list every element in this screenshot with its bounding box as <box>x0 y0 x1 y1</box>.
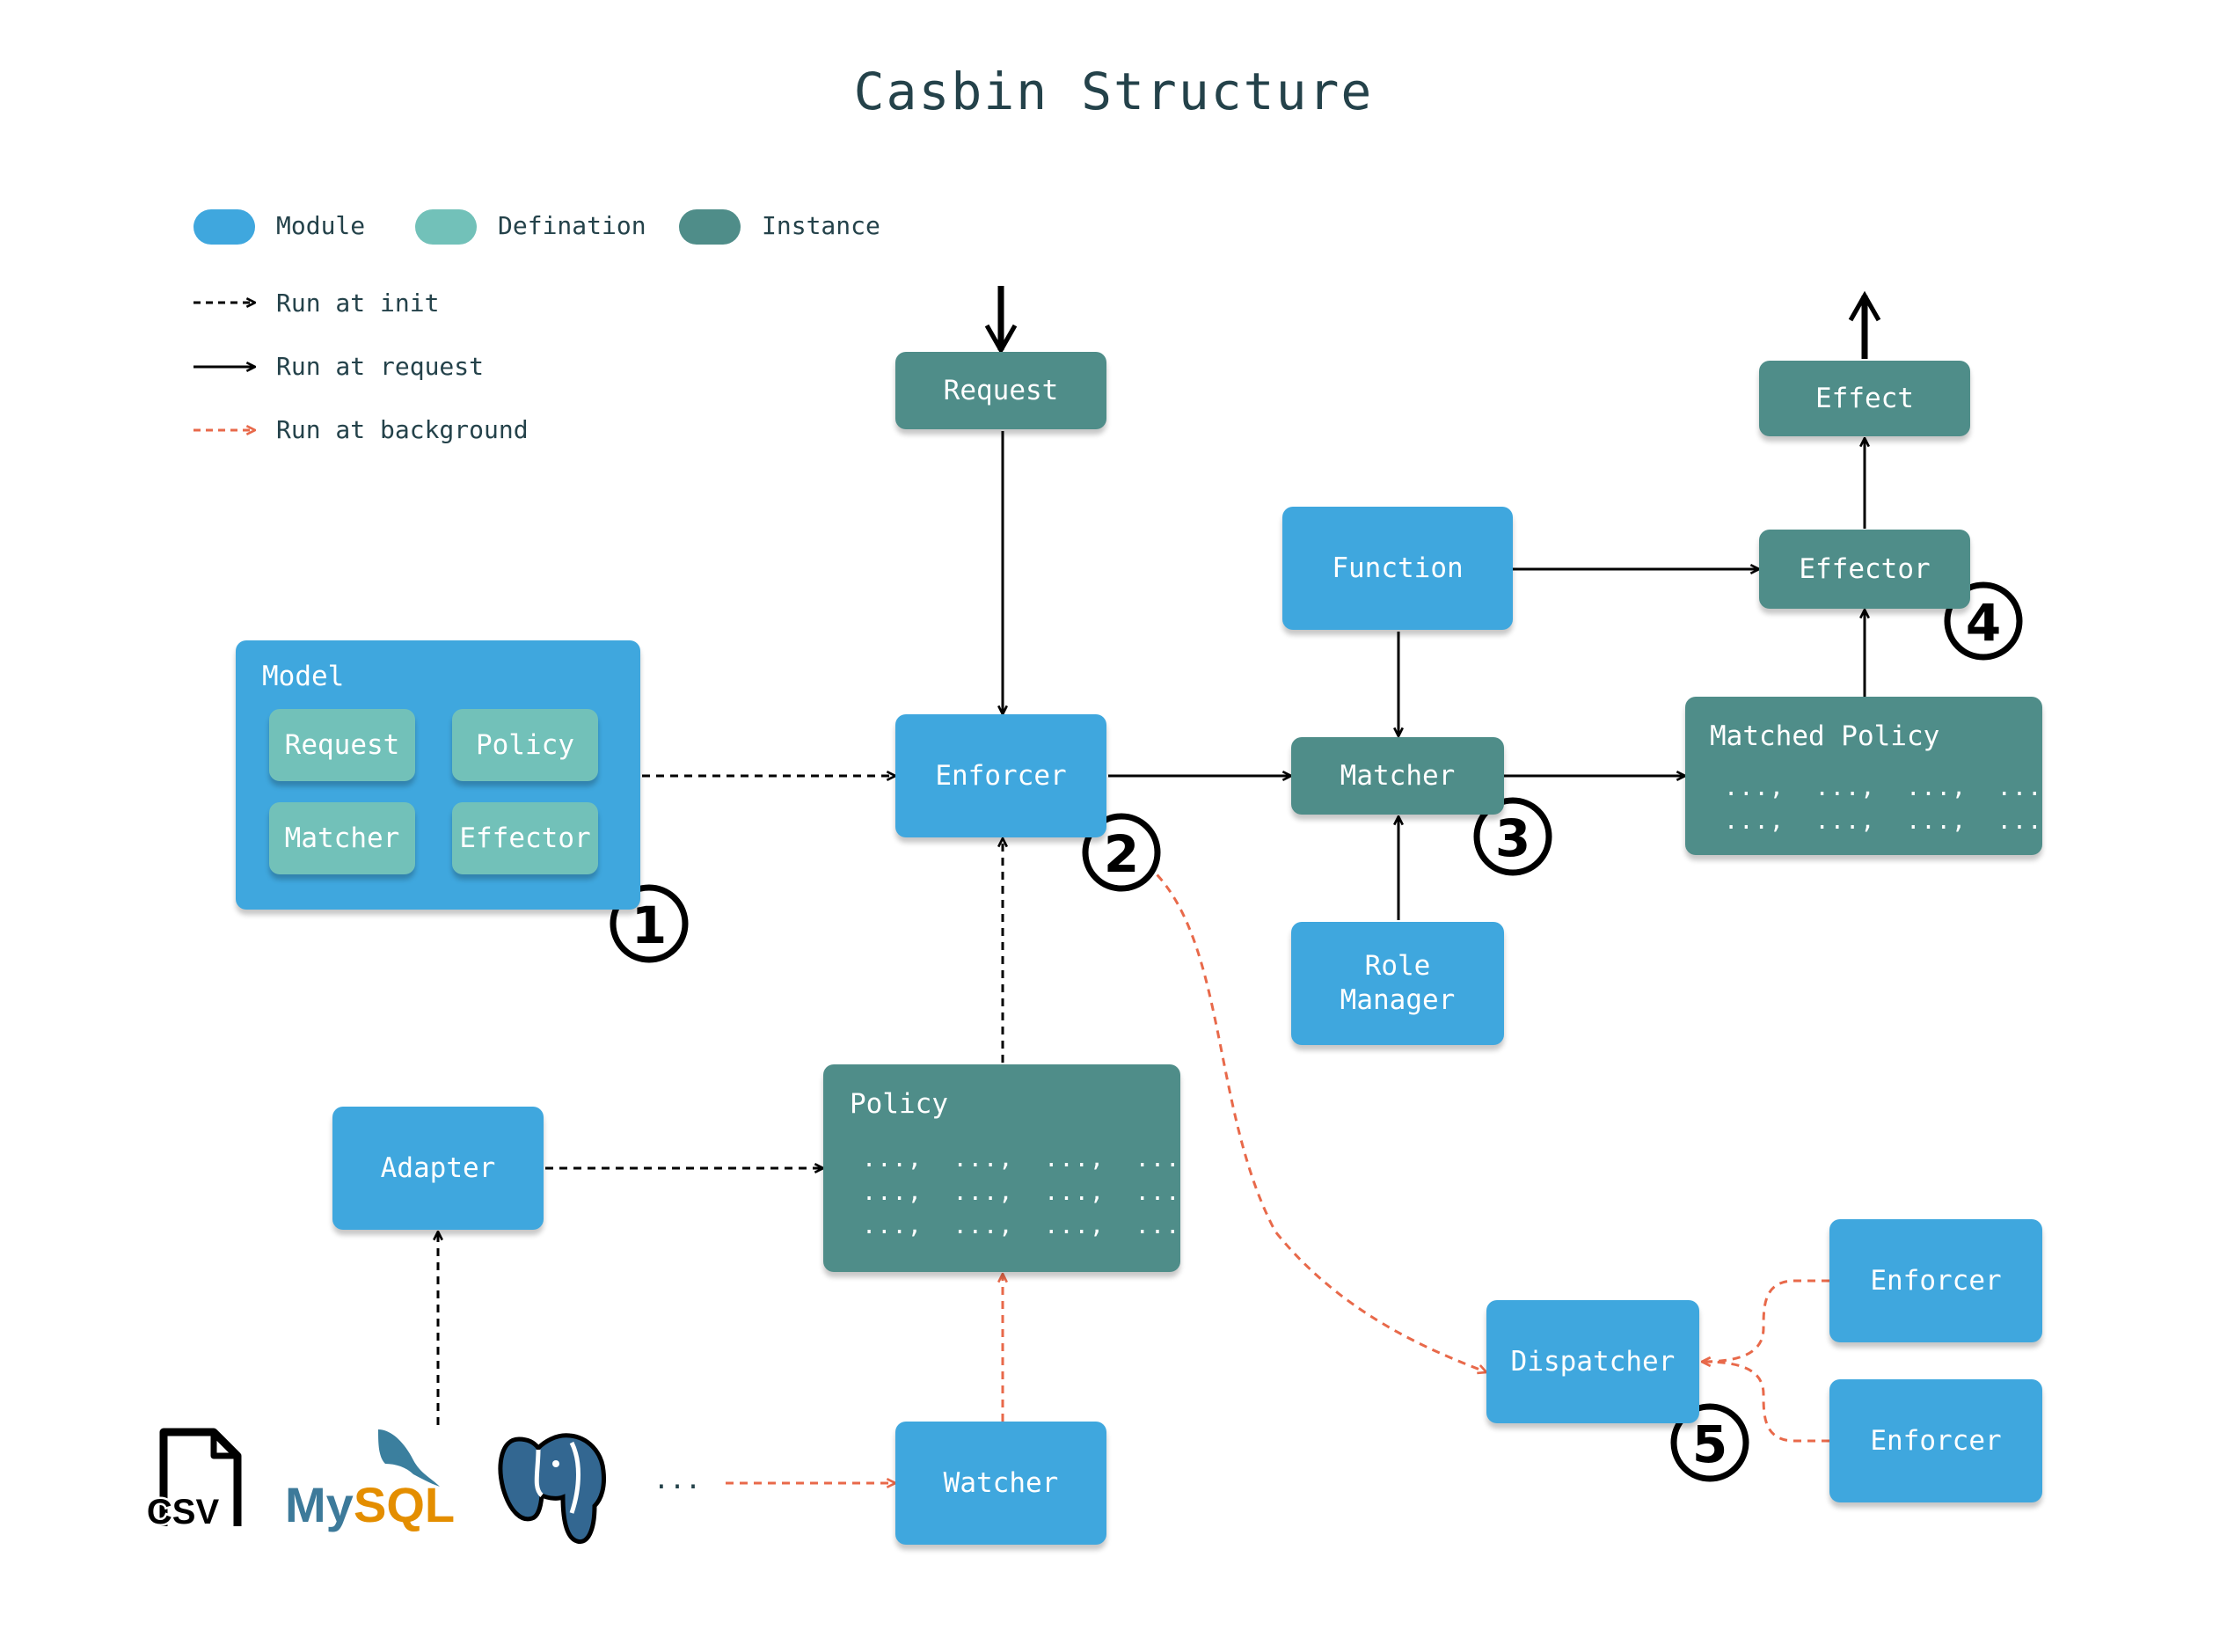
csv-file-icon: CSV <box>144 1428 242 1534</box>
watcher-module[interactable]: Watcher <box>895 1422 1106 1545</box>
policy-row: ..., ..., ..., ... <box>862 1179 1181 1206</box>
policy-row: ..., ..., ..., ... <box>862 1145 1181 1173</box>
policy-instance[interactable]: Policy ..., ..., ..., ... ..., ..., ...,… <box>823 1064 1180 1272</box>
adapter-module[interactable]: Adapter <box>332 1107 544 1230</box>
svg-text:5: 5 <box>1692 1414 1727 1474</box>
legend-module-label: Module <box>276 211 366 240</box>
matched-policy-row: ..., ..., ..., ... <box>1724 808 2043 835</box>
legend-instance-label: Instance <box>762 211 880 240</box>
role-manager-module[interactable]: Role Manager <box>1291 922 1504 1045</box>
matched-policy-title: Matched Policy <box>1710 720 1940 752</box>
mysql-logo-my: My <box>285 1477 354 1532</box>
model-matcher-definition[interactable]: Matcher <box>269 802 415 874</box>
effect-instance[interactable]: Effect <box>1759 361 1970 436</box>
legend-definition-swatch <box>415 209 477 245</box>
more-sources: ... <box>653 1465 701 1495</box>
enforcer-a-to-dispatcher <box>1702 1279 1829 1362</box>
enforcer-module[interactable]: Enforcer <box>895 714 1106 837</box>
legend-instance-swatch <box>679 209 741 245</box>
badge-5: 5 <box>1670 1403 1749 1482</box>
enforcer-module-tertiary[interactable]: Enforcer <box>1829 1379 2042 1502</box>
policy-row: ..., ..., ..., ... <box>862 1212 1181 1239</box>
model-title: Model <box>262 661 345 692</box>
enforcer-to-dispatcher <box>1123 847 1486 1372</box>
model-effector-definition[interactable]: Effector <box>452 802 598 874</box>
model-request-definition[interactable]: Request <box>269 709 415 781</box>
matcher-instance[interactable]: Matcher <box>1291 737 1504 815</box>
dispatcher-module[interactable]: Dispatcher <box>1486 1300 1699 1423</box>
legend-request-label: Run at request <box>276 352 485 381</box>
postgresql-elephant-icon <box>498 1433 606 1545</box>
matched-policy-instance[interactable]: Matched Policy ..., ..., ..., ... ..., .… <box>1685 697 2042 855</box>
enforcer-b-to-dispatcher <box>1702 1362 1829 1443</box>
enforcer-module-secondary[interactable]: Enforcer <box>1829 1219 2042 1342</box>
matched-policy-row: ..., ..., ..., ... <box>1724 774 2043 801</box>
model-policy-definition[interactable]: Policy <box>452 709 598 781</box>
svg-text:4: 4 <box>1966 593 2001 653</box>
badge-2: 2 <box>1082 813 1161 892</box>
badge-3: 3 <box>1473 797 1552 876</box>
mysql-logo-sql: SQL <box>354 1477 455 1532</box>
legend-definition-label: Defination <box>498 211 646 240</box>
legend-background-label: Run at background <box>276 415 529 444</box>
page-title: Casbin Structure <box>853 62 1374 121</box>
policy-title: Policy <box>850 1088 948 1120</box>
svg-text:3: 3 <box>1495 808 1530 868</box>
svg-text:2: 2 <box>1104 824 1139 884</box>
function-module[interactable]: Function <box>1282 507 1513 630</box>
effector-instance[interactable]: Effector <box>1759 530 1970 609</box>
csv-label: CSV <box>147 1493 220 1531</box>
model-module[interactable]: Model Request Policy Matcher Effector <box>236 640 640 910</box>
legend-init-label: Run at init <box>276 289 440 318</box>
request-instance[interactable]: Request <box>895 352 1106 429</box>
mysql-dolphin-icon <box>378 1429 440 1487</box>
legend-module-swatch <box>193 209 255 245</box>
